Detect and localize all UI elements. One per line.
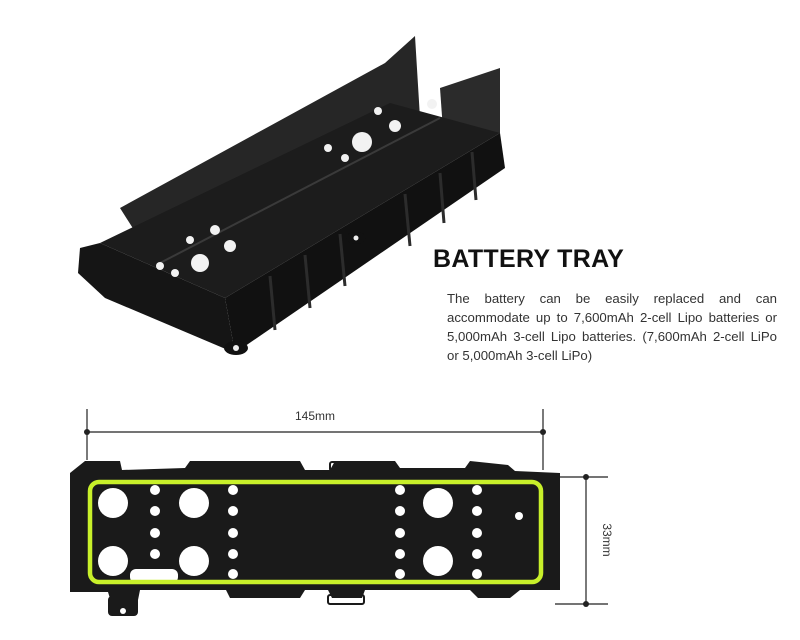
length-dimension-label: 145mm [295,409,335,423]
width-dimension-label: 33mm [600,523,614,556]
product-description: The battery can be easily replaced and c… [447,291,777,363]
battery-tray-render [78,36,505,355]
width-dimension [555,476,608,605]
section-title: BATTERY TRAY [433,245,625,273]
tray-plan-drawing: 145mm 33mm [70,409,614,616]
tray-holes [98,485,523,583]
battery-outline [87,479,544,585]
